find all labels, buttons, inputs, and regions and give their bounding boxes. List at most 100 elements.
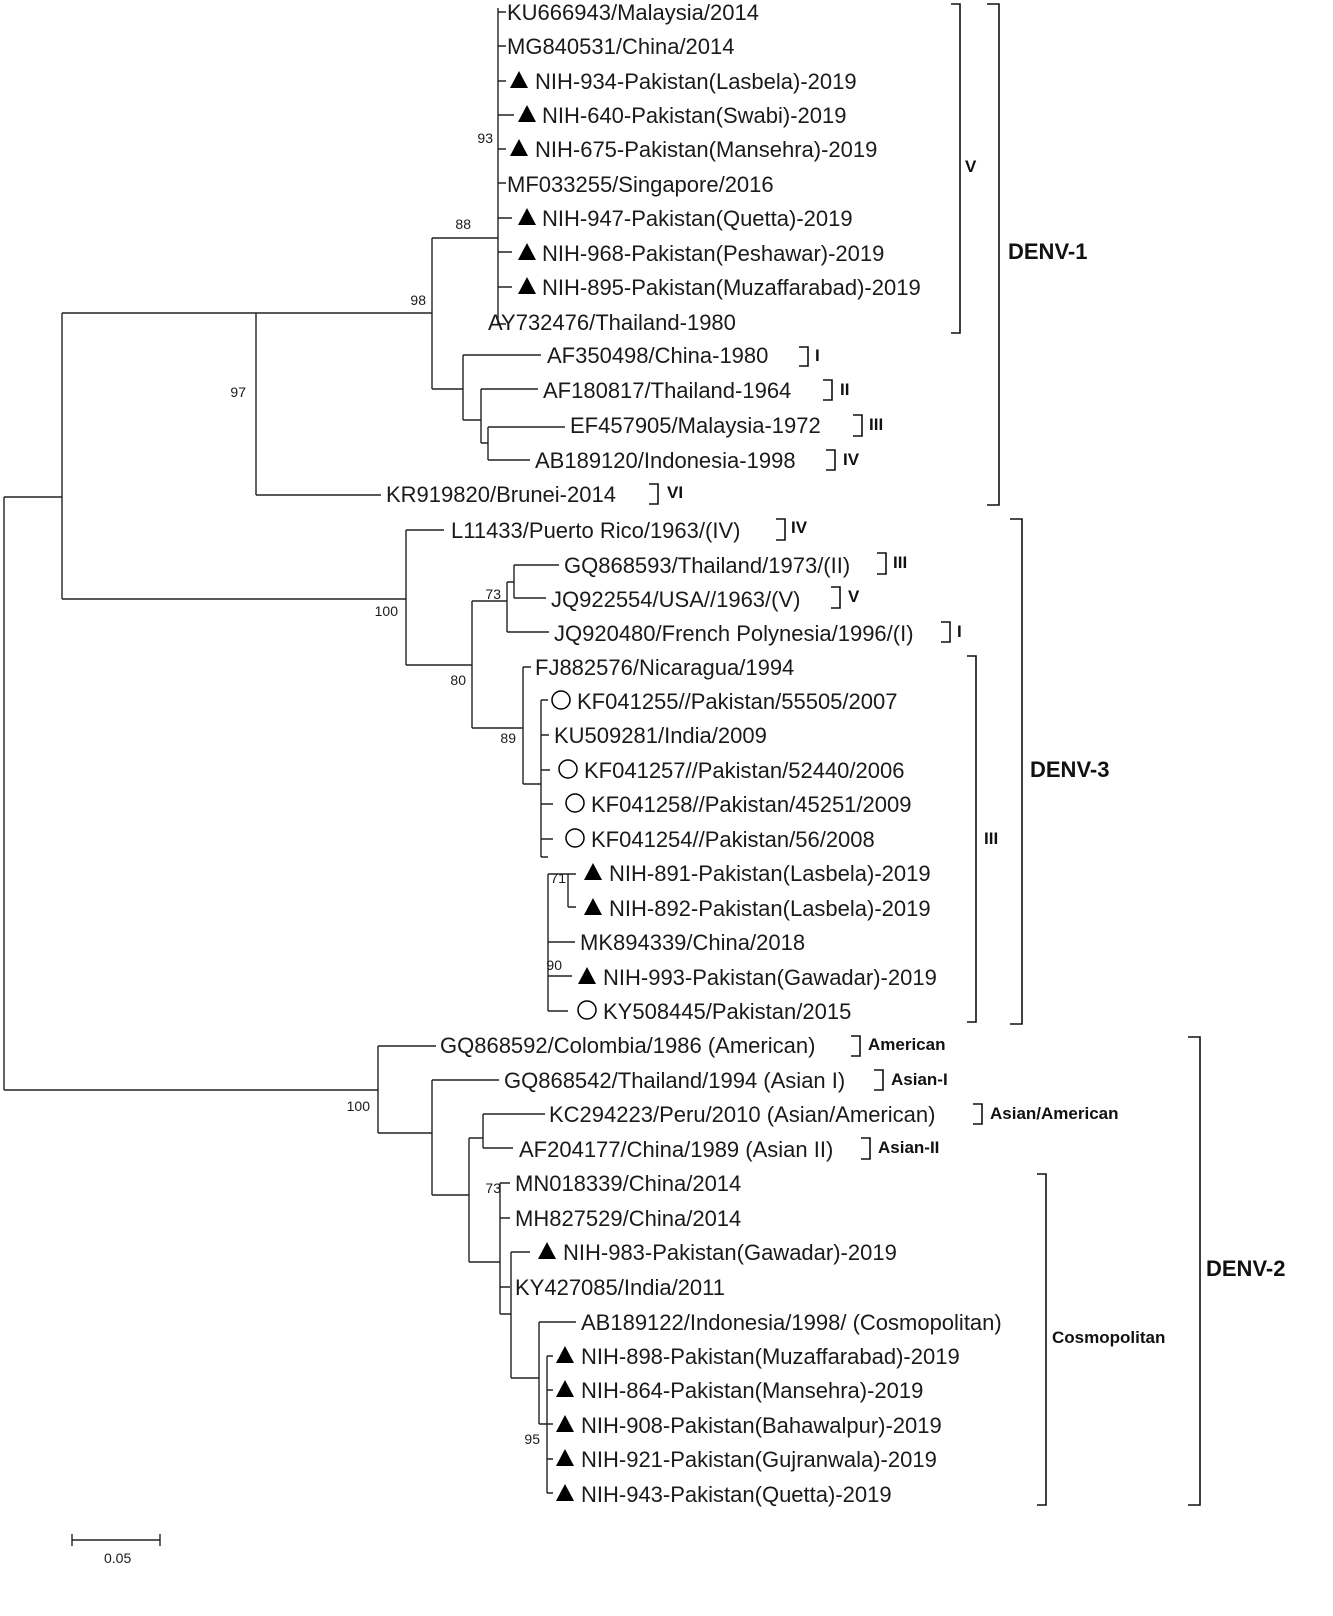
genotype-bracket xyxy=(1037,1173,1047,1506)
genotype-label: V xyxy=(965,157,977,176)
serotype-label: DENV-2 xyxy=(1206,1256,1285,1281)
leaf-label: KY427085/India/2011 xyxy=(515,1275,725,1300)
leaf-label: FJ882576/Nicaragua/1994 xyxy=(535,655,794,680)
bootstrap-value: 100 xyxy=(375,603,399,619)
leaf-label: KU666943/Malaysia/2014 xyxy=(507,0,759,25)
bootstrap-value: 95 xyxy=(524,1431,540,1447)
genotype-bracket xyxy=(861,1137,871,1160)
leaf-label: MF033255/Singapore/2016 xyxy=(507,172,774,197)
genotype-label: I xyxy=(815,346,820,365)
genotype-bracket xyxy=(831,586,841,609)
genotype-bracket xyxy=(823,379,833,401)
sample-markers xyxy=(510,71,602,1501)
leaf-label: NIH-921-Pakistan(Gujranwala)-2019 xyxy=(581,1447,937,1472)
serotype-label: DENV-3 xyxy=(1030,757,1109,782)
bootstrap-value: 90 xyxy=(546,957,562,973)
triangle-marker-icon xyxy=(556,1484,574,1501)
leaf-label: NIH-908-Pakistan(Bahawalpur)-2019 xyxy=(581,1413,942,1438)
bootstrap-value: 88 xyxy=(455,216,471,232)
triangle-marker-icon xyxy=(510,71,528,88)
genotype-label: VI xyxy=(667,483,683,502)
genotype-bracket xyxy=(874,1069,884,1091)
leaf-label: MH827529/China/2014 xyxy=(515,1206,741,1231)
triangle-marker-icon xyxy=(556,1346,574,1363)
genotype-bracket xyxy=(973,1103,983,1125)
triangle-marker-icon xyxy=(584,863,602,880)
leaf-label: NIH-864-Pakistan(Mansehra)-2019 xyxy=(581,1378,923,1403)
leaf-label: NIH-968-Pakistan(Peshawar)-2019 xyxy=(542,241,884,266)
bootstrap-value: 73 xyxy=(485,586,501,602)
circle-marker-icon xyxy=(551,690,571,710)
triangle-marker-icon xyxy=(538,1242,556,1259)
leaf-label: AB189120/Indonesia-1998 xyxy=(535,448,796,473)
genotype-bracket xyxy=(941,621,951,643)
genotype-label: Cosmopolitan xyxy=(1052,1328,1165,1347)
scale-bar-line xyxy=(71,1534,161,1546)
leaf-label: AF180817/Thailand-1964 xyxy=(543,378,791,403)
triangle-marker-icon xyxy=(518,277,536,294)
leaf-label: JQ922554/USA//1963/(V) xyxy=(551,587,800,612)
leaf-label: GQ868592/Colombia/1986 (American) xyxy=(440,1033,815,1058)
serotype-bracket xyxy=(1188,1036,1201,1506)
leaf-label: NIH-943-Pakistan(Quetta)-2019 xyxy=(581,1482,892,1507)
serotype-label: DENV-1 xyxy=(1008,239,1087,264)
leaf-label: MN018339/China/2014 xyxy=(515,1171,741,1196)
circle-marker-icon xyxy=(565,828,585,848)
triangle-marker-icon xyxy=(518,208,536,225)
triangle-marker-icon xyxy=(556,1449,574,1466)
leaf-label: AF350498/China-1980 xyxy=(547,343,768,368)
leaf-label: KF041257//Pakistan/52440/2006 xyxy=(584,758,904,783)
genotype-bracket xyxy=(776,518,786,541)
genotype-brackets: VIIIIIIIVVIIVIIIVIIIIAmericanAsian-IAsia… xyxy=(649,3,1165,1506)
leaf-labels: KU666943/Malaysia/2014MG840531/China/201… xyxy=(386,0,1002,1507)
leaf-label: NIH-947-Pakistan(Quetta)-2019 xyxy=(542,206,853,231)
leaf-label: MG840531/China/2014 xyxy=(507,34,735,59)
genotype-bracket xyxy=(851,1035,861,1057)
genotype-label: Asian-I xyxy=(891,1070,948,1089)
leaf-label: KF041254//Pakistan/56/2008 xyxy=(591,827,875,852)
genotype-label: II xyxy=(840,380,849,399)
leaf-label: KF041258//Pakistan/45251/2009 xyxy=(591,792,911,817)
leaf-label: AB189122/Indonesia/1998/ (Cosmopolitan) xyxy=(581,1310,1002,1335)
genotype-bracket xyxy=(826,449,836,471)
scale-bar-label: 0.05 xyxy=(104,1550,131,1566)
genotype-bracket xyxy=(649,483,659,505)
circle-marker-icon xyxy=(558,759,578,779)
bootstrap-value: 71 xyxy=(550,870,566,886)
leaf-label: NIH-892-Pakistan(Lasbela)-2019 xyxy=(609,896,931,921)
genotype-bracket xyxy=(853,414,863,437)
triangle-marker-icon xyxy=(584,898,602,915)
leaf-label: NIH-891-Pakistan(Lasbela)-2019 xyxy=(609,861,931,886)
genotype-bracket xyxy=(951,3,961,334)
circle-marker-icon xyxy=(565,793,585,813)
leaf-label: NIH-993-Pakistan(Gawadar)-2019 xyxy=(603,965,937,990)
leaf-label: AY732476/Thailand-1980 xyxy=(488,310,736,335)
leaf-label: JQ920480/French Polynesia/1996/(I) xyxy=(554,621,914,646)
genotype-bracket xyxy=(877,552,887,575)
leaf-label: KY508445/Pakistan/2015 xyxy=(603,999,851,1024)
bootstrap-value: 97 xyxy=(230,384,246,400)
leaf-label: AF204177/China/1989 (Asian II) xyxy=(519,1137,833,1162)
circle-marker-icon xyxy=(577,1000,597,1020)
triangle-marker-icon xyxy=(510,139,528,156)
genotype-label: Asian-II xyxy=(878,1138,939,1157)
triangle-marker-icon xyxy=(556,1380,574,1397)
leaf-label: NIH-895-Pakistan(Muzaffarabad)-2019 xyxy=(542,275,921,300)
leaf-label: L11433/Puerto Rico/1963/(IV) xyxy=(451,518,740,543)
leaf-label: MK894339/China/2018 xyxy=(580,930,805,955)
leaf-label: KR919820/Brunei-2014 xyxy=(386,482,616,507)
triangle-marker-icon xyxy=(518,243,536,260)
genotype-bracket xyxy=(799,346,809,367)
leaf-label: EF457905/Malaysia-1972 xyxy=(570,413,821,438)
bootstrap-value: 98 xyxy=(410,292,426,308)
triangle-marker-icon xyxy=(556,1415,574,1432)
leaf-label: NIH-898-Pakistan(Muzaffarabad)-2019 xyxy=(581,1344,960,1369)
leaf-label: KF041255//Pakistan/55505/2007 xyxy=(577,689,897,714)
bootstrap-value: 100 xyxy=(347,1098,371,1114)
leaf-label: GQ868593/Thailand/1973/(II) xyxy=(564,553,850,578)
genotype-label: V xyxy=(848,587,860,606)
genotype-bracket xyxy=(967,655,977,1023)
leaf-label: NIH-640-Pakistan(Swabi)-2019 xyxy=(542,103,846,128)
genotype-label: III xyxy=(869,415,883,434)
